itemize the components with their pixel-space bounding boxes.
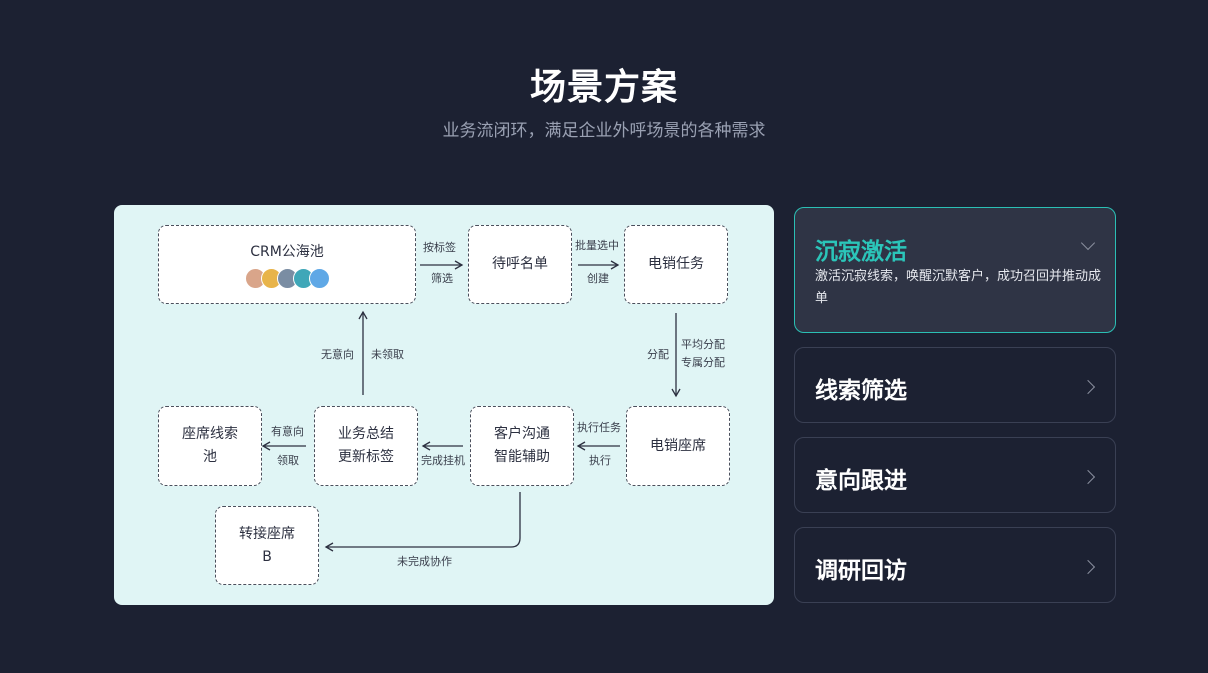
node-business-summary: 业务总结 更新标签 — [314, 406, 418, 486]
edge-label-assign: 分配 — [647, 348, 669, 361]
chevron-right-icon — [1080, 469, 1096, 485]
node-business-summary-line2: 更新标签 — [338, 449, 394, 465]
node-transfer-seat: 转接座席 B — [215, 506, 319, 585]
scenario-card-title: 调研回访 — [815, 558, 907, 584]
edge-label-claim: 领取 — [277, 454, 299, 467]
scenario-card-title: 意向跟进 — [815, 468, 907, 494]
node-call-list: 待呼名单 — [468, 225, 572, 304]
edge-label-unfinished-collab: 未完成协作 — [397, 555, 452, 568]
edge-label-dedicated-assign: 专属分配 — [681, 356, 725, 369]
edge-label-by-tag: 按标签 — [423, 241, 456, 254]
page-subtitle: 业务流闭环，满足企业外呼场景的各种需求 — [442, 121, 766, 141]
scenario-card-intent-followup[interactable]: 意向跟进 — [794, 437, 1116, 513]
node-seat-lead-pool-line1: 座席线索 — [182, 426, 238, 442]
node-customer-comm: 客户沟通 智能辅助 — [470, 406, 574, 486]
node-call-list-label: 待呼名单 — [492, 256, 548, 272]
scenario-card-title: 线索筛选 — [815, 378, 907, 404]
node-telesales-seat: 电销座席 — [626, 406, 730, 486]
edge-label-batch-select: 批量选中 — [575, 239, 619, 252]
node-telesales-task: 电销任务 — [624, 225, 728, 304]
edge-label-unclaimed: 未领取 — [371, 348, 404, 361]
node-business-summary-line1: 业务总结 — [338, 426, 394, 442]
flow-diagram-panel: CRM公海池 待呼名单 电销任务 电销座席 客户沟通 智能辅助 业务总结 更新标… — [114, 205, 774, 605]
scenario-card-description: 激活沉寂线索，唤醒沉默客户，成功召回并推动成单 — [815, 269, 1102, 306]
edge-label-intent: 有意向 — [271, 425, 304, 438]
edge-label-execute: 执行 — [589, 454, 611, 467]
edge-label-create: 创建 — [587, 272, 609, 285]
flow-arrows — [261, 260, 681, 552]
node-customer-comm-line1: 客户沟通 — [494, 426, 550, 442]
avatar — [308, 267, 330, 289]
edge-label-exec-task: 执行任务 — [577, 421, 621, 434]
chevron-down-icon[interactable] — [1080, 235, 1096, 251]
node-seat-lead-pool-line2: 池 — [203, 449, 217, 465]
edge-label-avg-assign: 平均分配 — [681, 338, 725, 351]
chevron-right-icon — [1080, 559, 1096, 575]
edge-label-no-intent: 无意向 — [321, 348, 354, 361]
node-telesales-task-label: 电销任务 — [648, 256, 704, 272]
page-title: 场景方案 — [529, 67, 678, 108]
node-crm-pool-label: CRM公海池 — [250, 243, 324, 260]
arrow-comm-to-transfer — [324, 492, 521, 552]
scenario-card-lead-filter[interactable]: 线索筛选 — [794, 347, 1116, 423]
scenario-card-dormant-activation[interactable]: 沉寂激活 激活沉寂线索，唤醒沉默客户，成功召回并推动成单 — [794, 207, 1116, 333]
chevron-right-icon — [1080, 379, 1096, 395]
node-crm-pool: CRM公海池 — [158, 225, 416, 304]
edge-label-finish-hangup: 完成挂机 — [421, 454, 465, 467]
node-transfer-seat-line1: 转接座席 — [239, 525, 295, 542]
edge-label-filter: 筛选 — [431, 272, 453, 285]
node-customer-comm-line2: 智能辅助 — [494, 449, 550, 465]
node-telesales-seat-label: 电销座席 — [650, 437, 706, 454]
node-transfer-seat-line2: B — [262, 548, 272, 565]
node-seat-lead-pool: 座席线索 池 — [158, 406, 262, 486]
scenario-card-survey-revisit[interactable]: 调研回访 — [794, 527, 1116, 603]
avatar-group — [244, 267, 330, 289]
scenario-card-title: 沉寂激活 — [815, 239, 907, 265]
